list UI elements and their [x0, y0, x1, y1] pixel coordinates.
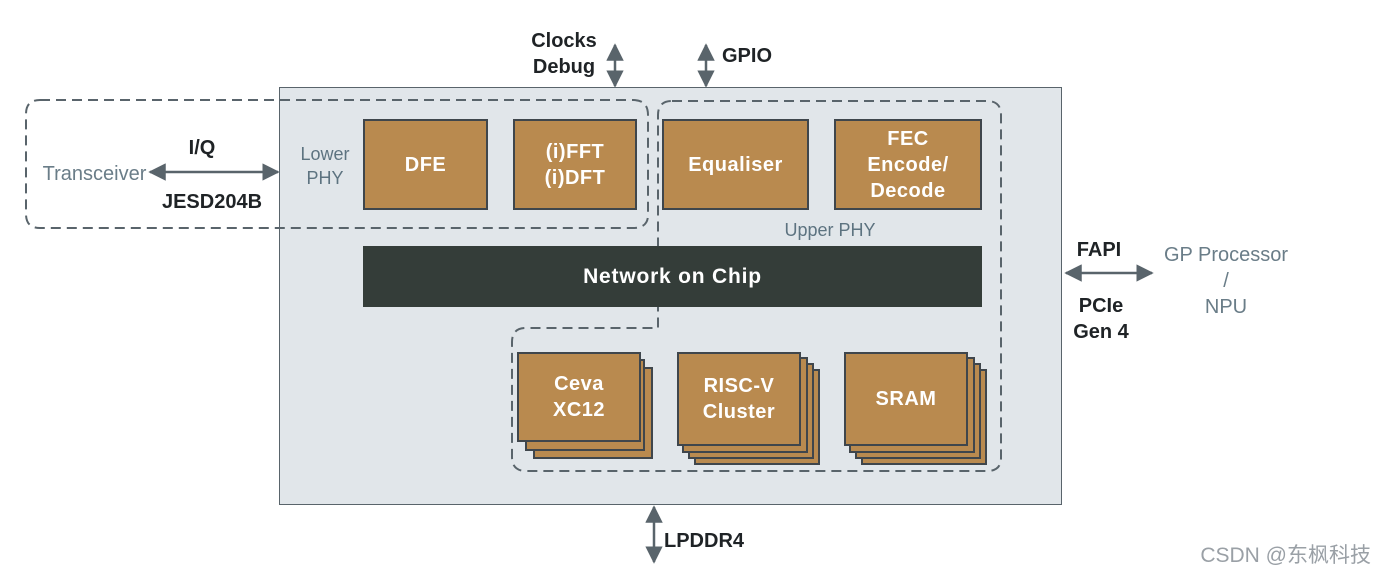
- lpddr4-label: LPDDR4: [664, 530, 745, 552]
- gp-processor-label: GP Processor / NPU: [1163, 244, 1289, 318]
- gpio-label: GPIO: [722, 45, 773, 67]
- fft-block: (i)FFT (i)DFT: [513, 119, 637, 210]
- jesd-label: JESD204B: [161, 191, 263, 213]
- clocks-debug-label: Clocks Debug: [531, 30, 597, 78]
- upper-phy-label: Upper PHY: [784, 220, 876, 240]
- lower-phy-label: Lower PHY: [300, 144, 350, 188]
- iq-label: I/Q: [188, 137, 216, 159]
- ceva-block: Ceva XC12: [517, 352, 641, 442]
- sram-block: SRAM: [844, 352, 968, 446]
- equaliser-block: Equaliser: [662, 119, 809, 210]
- network-on-chip: Network on Chip: [363, 246, 982, 307]
- transceiver-label: Transceiver: [42, 163, 147, 185]
- dfe-block: DFE: [363, 119, 488, 210]
- upper-phy-region: [511, 100, 1002, 472]
- watermark: CSDN @东枫科技: [1200, 544, 1371, 567]
- pcie-label: PCIe Gen 4: [1073, 295, 1129, 343]
- fapi-label: FAPI: [1076, 239, 1122, 261]
- fec-block: FEC Encode/ Decode: [834, 119, 982, 210]
- riscv-block: RISC-V Cluster: [677, 352, 801, 446]
- lower-phy-region: [25, 99, 649, 229]
